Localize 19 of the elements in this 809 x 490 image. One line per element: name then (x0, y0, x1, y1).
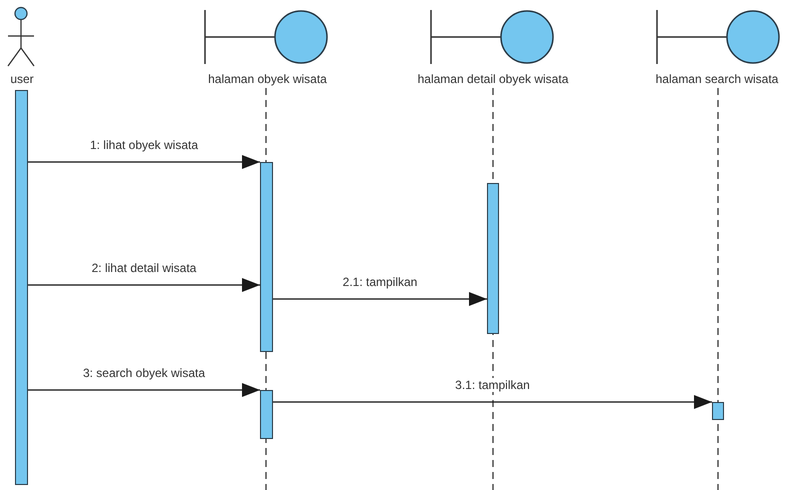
participant-name: halaman detail obyek wisata (418, 72, 568, 86)
message-arrow (28, 383, 260, 397)
activation-bar (712, 402, 724, 420)
message-label: 2.1: tampilkan (342, 275, 418, 289)
participant-name: halaman search wisata (656, 72, 778, 86)
message-label: 1: lihat obyek wisata (88, 138, 200, 152)
participant-name: user (10, 72, 34, 86)
message-arrow (273, 292, 487, 306)
message-arrow (28, 278, 260, 292)
message-arrow (28, 155, 260, 169)
message-label: 3: search obyek wisata (82, 366, 206, 380)
message-label: 3.1: tampilkan (454, 378, 531, 392)
activation-bar (260, 162, 273, 352)
activation-bar (487, 183, 499, 334)
message-arrow (273, 395, 712, 409)
participant-name: halaman obyek wisata (208, 72, 327, 86)
message-label: 2: lihat detail wisata (90, 261, 198, 275)
activation-bar (15, 90, 28, 485)
activation-bar (260, 390, 273, 439)
